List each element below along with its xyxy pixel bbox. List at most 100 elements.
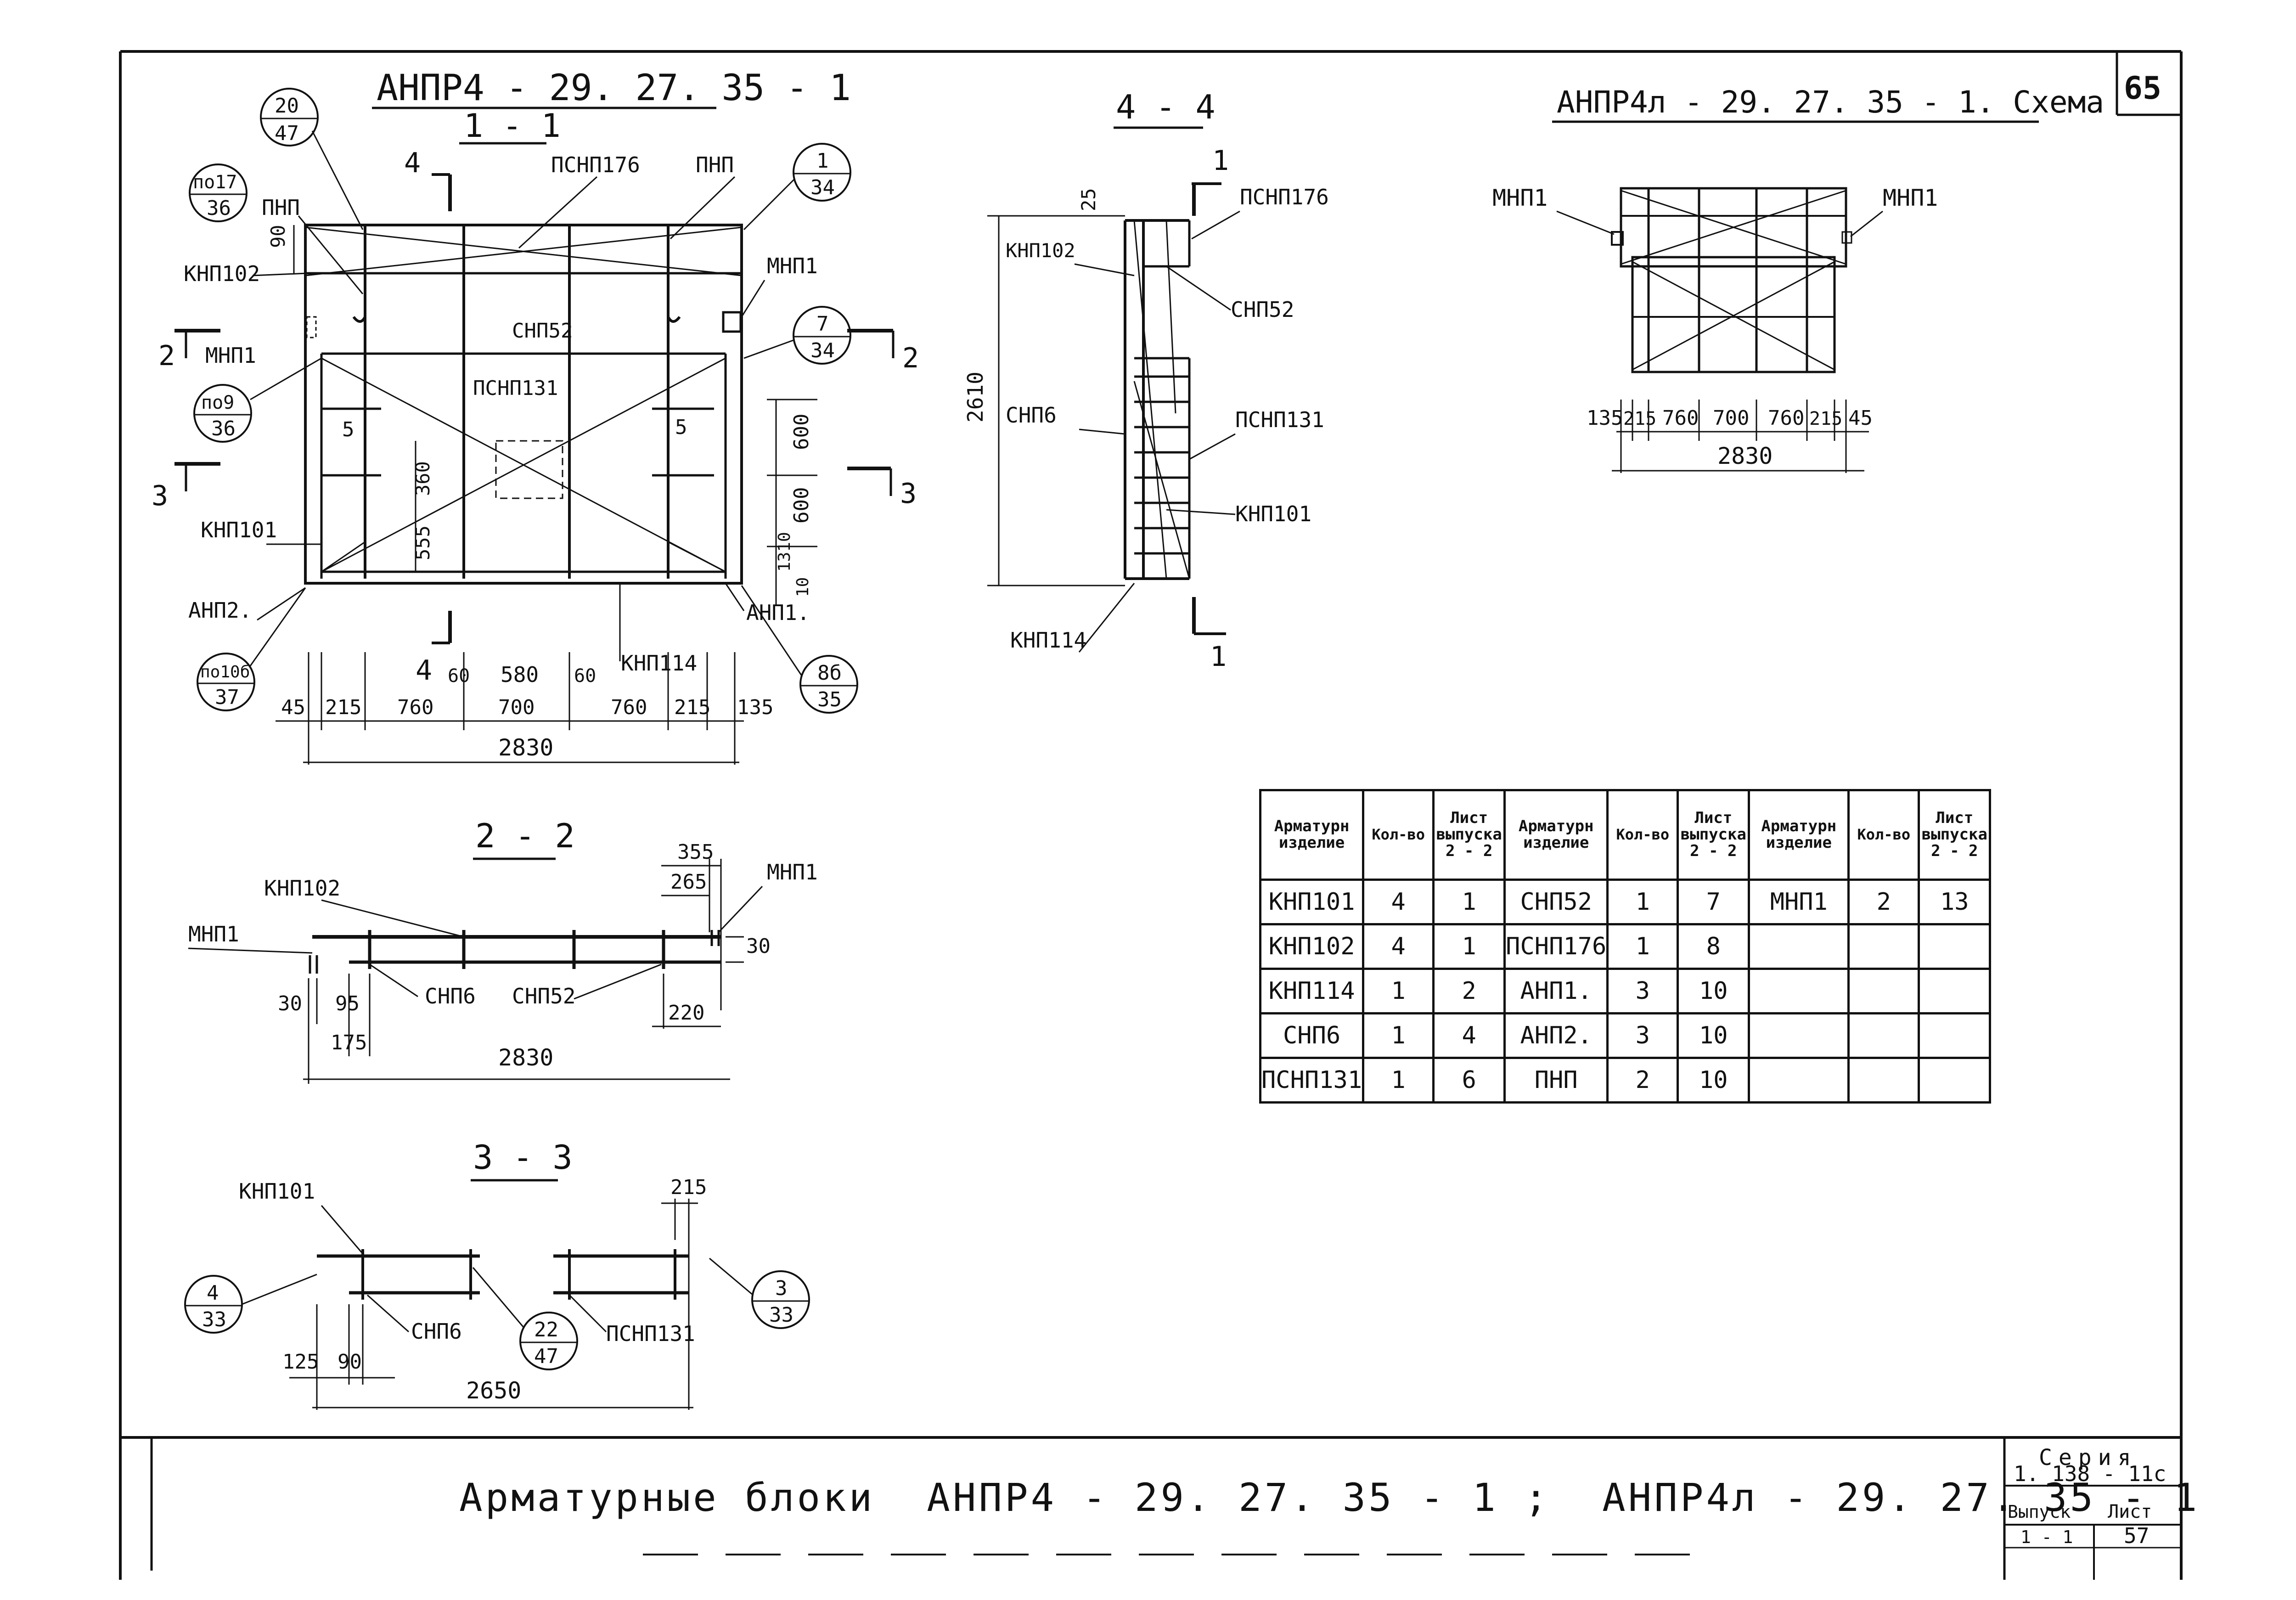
table-cell <box>1748 968 1850 1014</box>
svg-text:1: 1 <box>1212 145 1229 177</box>
label-knp114: КНП114 <box>621 651 697 676</box>
svg-text:175: 175 <box>331 1031 367 1054</box>
svg-text:34: 34 <box>810 176 835 199</box>
dim-600-a: 600 <box>790 414 813 450</box>
label-mnp1-left: МНП1 <box>205 343 256 368</box>
table-header-row: Арматурн изделие Кол-во Лист выпуска 2 -… <box>1259 789 1992 881</box>
table-cell: 10 <box>1677 1057 1750 1104</box>
svg-text:ПСНП131: ПСНП131 <box>1235 407 1324 432</box>
main-title: АНПР4 - 29. 27. 35 - 1 <box>377 68 851 109</box>
svg-text:5: 5 <box>342 418 355 441</box>
svg-text:4: 4 <box>207 1281 219 1305</box>
label-snp52: СНП52 <box>512 319 573 343</box>
svg-text:5: 5 <box>675 416 687 439</box>
svg-text:КНП102: КНП102 <box>1006 239 1075 262</box>
svg-text:2830: 2830 <box>498 734 553 761</box>
svg-text:30: 30 <box>278 992 302 1015</box>
section-2-2: 2 - 2 КНП102 МНП1 МНП1 СНП6 СНП52 355 26… <box>188 817 818 1084</box>
table-cell: 13 <box>1918 879 1992 925</box>
section-1-1-title: 1 - 1 <box>464 107 561 145</box>
bubble-1-34: 1 34 <box>793 143 851 202</box>
svg-text:215: 215 <box>325 696 361 719</box>
svg-text:33: 33 <box>202 1308 226 1331</box>
bubble-po10b-37: по10б 37 <box>197 653 255 711</box>
col-header: Арматурн изделие <box>1748 789 1850 881</box>
svg-text:555: 555 <box>411 525 434 560</box>
table-cell: 1 <box>1362 968 1435 1014</box>
svg-text:СНП6: СНП6 <box>425 984 476 1008</box>
svg-text:СНП6: СНП6 <box>411 1319 462 1344</box>
svg-text:47: 47 <box>275 122 299 145</box>
stamp-sheet-label: Лист <box>2108 1501 2152 1522</box>
table-cell <box>1918 923 1992 970</box>
svg-text:95: 95 <box>335 992 360 1015</box>
label-anp1: АНП1. <box>746 600 810 625</box>
dim-10: 10 <box>793 577 812 597</box>
svg-text:22: 22 <box>534 1318 558 1341</box>
svg-text:по17: по17 <box>193 172 237 193</box>
table-cell: 7 <box>1677 879 1750 925</box>
svg-text:по10б: по10б <box>200 663 250 682</box>
svg-text:МНП1: МНП1 <box>1492 185 1548 211</box>
table-cell: 2 <box>1606 1057 1679 1104</box>
table-cell: СНП6 <box>1259 1012 1365 1059</box>
table-cell: КНП102 <box>1259 923 1365 970</box>
svg-text:КНП101: КНП101 <box>239 1179 315 1204</box>
table-row: ПСНП131 1 6 ПНП 2 10 <box>1259 1057 1992 1104</box>
svg-text:34: 34 <box>810 339 835 362</box>
bubble-7-34: 7 34 <box>793 306 851 365</box>
svg-text:2: 2 <box>902 342 919 374</box>
table-cell: 3 <box>1606 1012 1679 1059</box>
table-cell: 1 <box>1432 923 1506 970</box>
sheet-frame: 65 <box>119 50 2183 1580</box>
svg-text:580: 580 <box>501 662 539 687</box>
table-cell: 1 <box>1432 879 1506 925</box>
label-knp102: КНП102 <box>184 261 260 286</box>
bubble-8b-35: 8б 35 <box>799 655 858 714</box>
section-4-4-title: 4 - 4 <box>1116 88 1216 126</box>
svg-text:2650: 2650 <box>466 1377 521 1404</box>
svg-text:по9: по9 <box>201 392 234 413</box>
table-cell <box>1847 923 1920 970</box>
table-cell: МНП1 <box>1748 879 1850 925</box>
svg-text:45: 45 <box>1848 406 1873 430</box>
table-cell: ПСНП131 <box>1259 1057 1365 1104</box>
svg-text:20: 20 <box>275 94 299 118</box>
section-4-4: 4 - 4 2610 25 1 1 ПСНП176 КНП102 СНП52 <box>963 88 1329 673</box>
svg-text:30: 30 <box>746 935 771 958</box>
svg-text:45: 45 <box>281 696 305 719</box>
label-psnp176: ПСНП176 <box>551 152 640 177</box>
svg-text:33: 33 <box>769 1303 793 1327</box>
svg-text:МНП1: МНП1 <box>188 922 239 946</box>
table-cell <box>1918 968 1992 1014</box>
table-cell: КНП101 <box>1259 879 1365 925</box>
svg-text:25: 25 <box>1077 188 1100 211</box>
table-cell: 1 <box>1362 1012 1435 1059</box>
col-header: Лист выпуска 2 - 2 <box>1432 789 1506 881</box>
svg-text:36: 36 <box>207 197 231 220</box>
svg-text:760: 760 <box>1662 406 1699 430</box>
table-row: КНП101 4 1 СНП52 1 7 МНП1 2 13 <box>1259 879 1992 925</box>
svg-text:КНП101: КНП101 <box>1235 501 1311 526</box>
bubble-3-33: 3 33 <box>751 1270 810 1329</box>
svg-text:1: 1 <box>1210 641 1227 673</box>
table-row: СНП6 1 4 АНП2. 3 10 <box>1259 1012 1992 1059</box>
stirrups-4-4 <box>1134 375 1189 555</box>
svg-text:360: 360 <box>411 461 434 496</box>
svg-text:СНП6: СНП6 <box>1006 403 1057 428</box>
svg-text:215: 215 <box>670 1176 707 1199</box>
svg-text:220: 220 <box>668 1001 704 1025</box>
bubble-22-47: 22 47 <box>519 1312 578 1370</box>
svg-text:47: 47 <box>534 1345 558 1368</box>
table-cell: 2 <box>1847 879 1920 925</box>
table-cell <box>1918 1012 1992 1059</box>
col-header: Арматурн изделие <box>1259 789 1365 881</box>
table-cell: 3 <box>1606 968 1679 1014</box>
svg-text:265: 265 <box>670 870 707 894</box>
svg-text:2830: 2830 <box>1717 443 1773 469</box>
cut-marks-1-1: 4 2 2 3 3 4 <box>152 147 919 687</box>
section-2-2-title: 2 - 2 <box>475 817 575 855</box>
dim-1310: 1310 <box>775 532 794 572</box>
table-cell: 1 <box>1606 879 1679 925</box>
